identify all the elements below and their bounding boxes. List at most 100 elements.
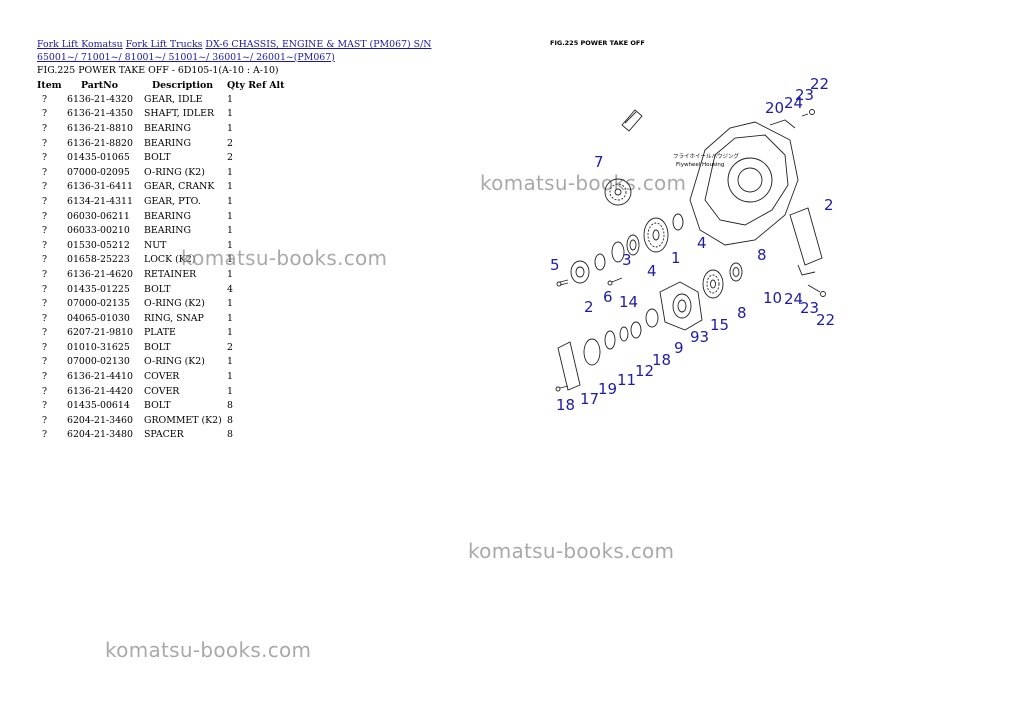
cell-qty: 2 — [227, 152, 233, 164]
cell-item: ? — [42, 268, 48, 280]
bracket-part — [621, 109, 643, 132]
callout-4-a: 4 — [697, 234, 707, 252]
callout-2-left: 2 — [584, 298, 594, 316]
cell-qty: 1 — [227, 181, 233, 193]
callout-labels: 22 23 24 20 7 2 4 1 8 3 4 5 6 2 14 10 24… — [550, 75, 835, 414]
cell-item: ? — [42, 385, 48, 397]
cell-partno: 6136-31-6411 — [67, 181, 133, 193]
cell-description: GEAR, IDLE — [144, 93, 203, 105]
cell-description: PLATE — [144, 327, 176, 339]
gear-crank — [643, 217, 669, 253]
cell-partno: 01435-00614 — [67, 400, 130, 412]
header-qty-ref-alt: Qty Ref Alt — [227, 78, 284, 92]
cell-qty: 8 — [227, 400, 233, 412]
header-alt: Alt — [269, 79, 285, 91]
cell-partno: 6136-21-8810 — [67, 122, 133, 134]
breadcrumb-link-model[interactable]: DX-6 CHASSIS, ENGINE & MAST (PM067) S/N … — [37, 39, 432, 63]
cell-item: ? — [42, 356, 48, 368]
cell-description: RETAINER — [144, 268, 197, 280]
cell-item: ? — [42, 210, 48, 222]
plate-17 — [557, 341, 581, 391]
cell-item: ? — [42, 283, 48, 295]
callout-93: 93 — [690, 328, 709, 346]
cell-item: ? — [42, 298, 48, 310]
o-ring-19 — [583, 338, 601, 366]
cell-qty: 1 — [227, 268, 233, 280]
cell-description: BEARING — [144, 225, 191, 237]
cell-qty: 1 — [227, 166, 233, 178]
cell-description: COVER — [144, 371, 180, 383]
ring-6 — [594, 253, 606, 271]
header-description: Description — [152, 79, 214, 91]
cell-item: ? — [42, 371, 48, 383]
cell-item: ? — [42, 195, 48, 207]
watermark: komatsu-books.com — [468, 539, 675, 563]
housing-note-jp: フライホイールハウジング — [673, 152, 740, 160]
cell-qty: 1 — [227, 385, 233, 397]
cell-item: ? — [42, 254, 48, 266]
bolt-22-right — [807, 284, 826, 297]
breadcrumb: Fork Lift Komatsu Fork Lift Trucks DX-6 … — [37, 39, 457, 64]
cell-qty: 1 — [227, 312, 233, 324]
cell-partno: 6136-21-4420 — [67, 385, 133, 397]
bearing-4b — [611, 241, 625, 263]
parts-table: Item PartNo Description Qty Ref Alt ?613… — [37, 78, 284, 442]
cell-description: BOLT — [144, 152, 171, 164]
header-item: Item — [37, 79, 62, 91]
ring-11 — [604, 330, 616, 350]
cell-partno: 01010-31625 — [67, 341, 130, 353]
cell-partno: 07000-02095 — [67, 166, 130, 178]
callout-9: 9 — [674, 339, 684, 357]
cell-qty: 1 — [227, 195, 233, 207]
cell-partno: 07000-02130 — [67, 356, 130, 368]
cell-description: RING, SNAP — [144, 312, 204, 324]
cell-qty: 1 — [227, 210, 233, 222]
diagram-caption: FIG.225 POWER TAKE OFF — [550, 39, 645, 47]
cell-description: O-RING (K2) — [144, 166, 205, 178]
cell-qty: 1 — [227, 371, 233, 383]
watermark: komatsu-books.com — [181, 246, 388, 270]
watermark: komatsu-books.com — [480, 171, 687, 195]
breadcrumb-link-fork-lift-komatsu[interactable]: Fork Lift Komatsu — [37, 39, 123, 50]
callout-19: 19 — [598, 380, 617, 398]
cell-partno: 04065-01030 — [67, 312, 130, 324]
cell-description: O-RING (K2) — [144, 356, 205, 368]
cell-partno: 01530-05212 — [67, 239, 130, 251]
cell-qty: 1 — [227, 93, 233, 105]
cell-description: SHAFT, IDLER — [144, 108, 215, 120]
cover-15 — [659, 281, 703, 331]
header-ref: Ref — [248, 79, 267, 91]
cell-partno: 6204-21-3480 — [67, 429, 133, 441]
cell-item: ? — [42, 152, 48, 164]
table-header-row: Item PartNo Description Qty Ref Alt — [37, 78, 284, 92]
snap-ring-18 — [630, 321, 642, 339]
flywheel-housing — [689, 119, 799, 246]
breadcrumb-link-fork-lift-trucks[interactable]: Fork Lift Trucks — [125, 39, 203, 50]
cell-partno: 06033-00210 — [67, 225, 130, 237]
cell-qty: 1 — [227, 356, 233, 368]
cell-qty: 1 — [227, 225, 233, 237]
cell-description: O-RING (K2) — [144, 298, 205, 310]
cell-description: NUT — [144, 239, 167, 251]
cell-partno: 6207-21-9810 — [67, 327, 133, 339]
cell-item: ? — [42, 108, 48, 120]
cell-item: ? — [42, 137, 48, 149]
callout-22-right: 22 — [816, 311, 835, 329]
callout-6: 6 — [603, 288, 613, 306]
cell-qty: 1 — [227, 239, 233, 251]
cell-qty: 2 — [227, 341, 233, 353]
callout-3: 3 — [622, 251, 632, 269]
callout-4-b: 4 — [647, 262, 657, 280]
